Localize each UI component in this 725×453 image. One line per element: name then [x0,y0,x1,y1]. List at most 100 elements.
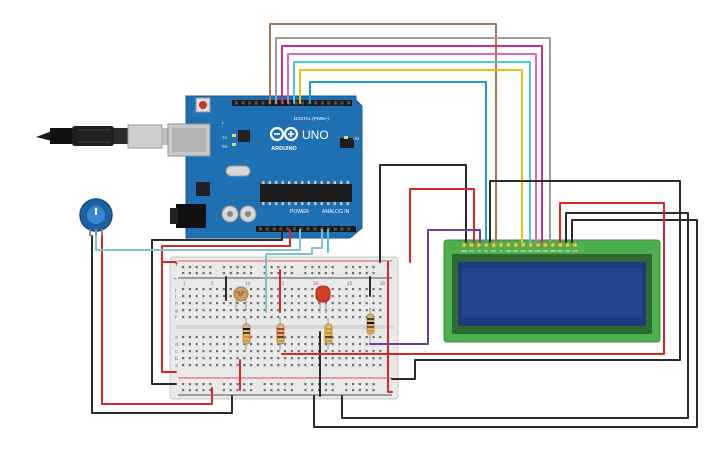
row-letter: a [175,364,178,369]
breadboard-hole [229,364,232,367]
breadboard-hole [229,343,232,346]
breadboard-hole [284,343,287,346]
rx-label: RX [222,144,228,149]
breadboard-hole [365,288,368,291]
breadboard-hole [216,357,219,360]
lcd-pin [572,242,578,248]
breadboard-hole [290,364,293,367]
digital-pin-hole [320,101,324,105]
row-letter: d [175,342,178,348]
lcd-pin-label: DB3 [528,249,534,253]
lcd-pin-label: DB2 [520,249,526,253]
breadboard-hole [284,295,287,298]
breadboard-hole [202,364,205,367]
wire-black [313,219,698,428]
breadboard-hole [345,266,348,269]
breadboard-hole [311,350,314,353]
breadboard-hole [216,295,219,298]
resistor-2 [276,318,285,350]
breadboard-hole [324,389,327,392]
atmega-chip [260,184,352,202]
breadboard-hole [352,272,355,275]
digital-pin-hole [301,101,304,105]
power-pin-hole [313,227,317,231]
breadboard-hole [277,389,280,392]
lcd-pin-label: DB7 [557,249,563,253]
breadboard-hole [182,266,185,269]
digital-pin-hole [294,101,298,105]
breadboard-hole [338,350,341,353]
breadboard-hole [270,288,273,291]
breadboard-hole [243,383,246,386]
digital-pin-hole [254,101,258,105]
lcd-pin-label: VCC [468,249,474,253]
breadboard-hole [331,389,334,392]
breadboard-hole [311,364,314,367]
breadboard-hole [188,295,191,298]
breadboard-hole [182,357,185,360]
breadboard-hole [365,343,368,346]
lcd-pin-label: DB6 [550,249,556,253]
breadboard-hole [236,309,239,312]
power-analog-header [256,226,356,232]
resistor-4 [366,308,375,342]
chip-leg [268,202,271,205]
breadboard-hole [297,364,300,367]
breadboard-hole [365,357,368,360]
breadboard-hole [270,272,273,275]
breadboard-hole [379,302,382,305]
resistor-1 [242,318,251,350]
breadboard-hole [345,350,348,353]
wire-black [91,235,233,414]
digital-pin-hole [347,101,351,105]
breadboard-hole [284,288,287,291]
breadboard-hole [345,295,348,298]
breadboard-hole [229,288,232,291]
breadboard-hole [372,350,375,353]
wire-yellow [299,69,523,243]
breadboard-hole [372,309,375,312]
chip-leg [340,181,343,184]
wire-brown [269,23,497,243]
wire-red [409,188,475,263]
breadboard-hole [202,383,205,386]
breadboard-hole [345,357,348,360]
breadboard-hole [202,389,205,392]
on-label: ON [353,136,359,141]
breadboard-hole [243,350,246,353]
breadboard-hole [352,343,355,346]
breadboard-hole [284,389,287,392]
breadboard-hole [277,316,280,319]
digital-pin-hole [334,101,337,105]
breadboard-hole [270,343,273,346]
breadboard-hole [365,383,368,386]
breadboard-hole [284,357,287,360]
wire-red [281,202,665,355]
breadboard-hole [358,357,361,360]
breadboard-hole [318,316,321,319]
wire-red [161,261,177,373]
column-number: 25 [347,281,353,286]
breadboard-hole [324,364,327,367]
breadboard-hole [358,272,361,275]
lcd-pin-label: DB4 [535,249,541,253]
chip-leg [294,202,297,205]
breadboard-hole [263,272,266,275]
power-pin-hole [272,227,276,231]
chip-leg [262,202,265,205]
lcd-pin [557,242,563,248]
breadboard-hole [209,266,212,269]
row-letter: h [175,301,178,307]
breadboard-hole [365,272,368,275]
breadboard-hole [311,295,314,298]
breadboard-hole [379,350,382,353]
breadboard-hole [216,336,219,339]
breadboard-hole [202,316,205,319]
breadboard-hole [290,272,293,275]
breadboard-hole [195,364,198,367]
breadboard-hole [297,343,300,346]
breadboard-hole [195,389,198,392]
breadboard-hole [250,288,253,291]
breadboard-hole [352,350,355,353]
breadboard-hole [263,266,266,269]
